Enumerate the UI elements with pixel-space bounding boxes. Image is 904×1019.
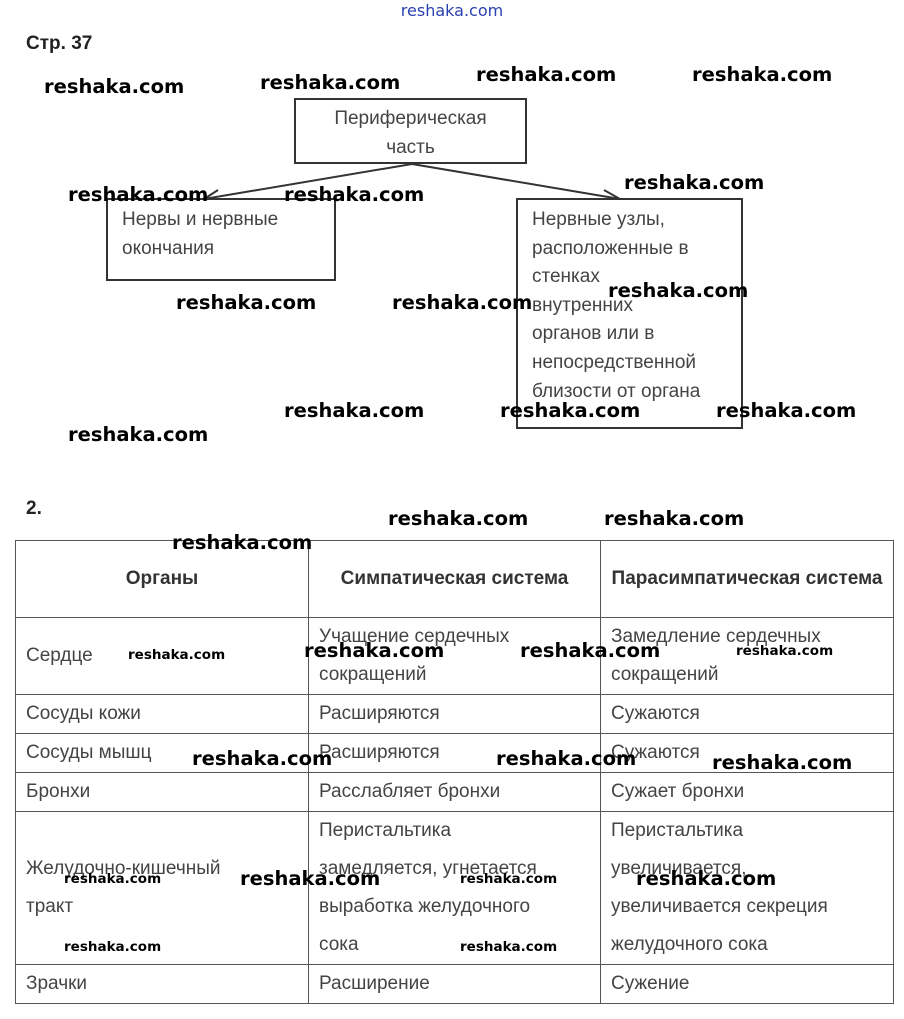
organ-cell: Зрачки (15, 964, 309, 1004)
watermark: reshaka.com (388, 507, 529, 530)
diagram-right-line: Нервные узлы, (532, 209, 665, 230)
header-parasympathetic: Парасимпатическая система (600, 540, 894, 618)
watermark: reshaka.com (496, 747, 637, 770)
diagram-left-line: Нервы и нервные (122, 209, 279, 230)
sympathetic-cell: Расширяются (308, 694, 601, 734)
sympathetic-cell: Перистальтика замедляется, угнетается вы… (308, 811, 601, 965)
cell-line: сока (319, 934, 359, 955)
watermark: reshaka.com (716, 399, 857, 422)
watermark: reshaka.com (64, 939, 162, 955)
cell-line: замедляется, угнетается (319, 858, 537, 879)
parasympathetic-cell: Сужаются (600, 694, 894, 734)
cell-line: Желудочно-кишечный тракт (26, 858, 221, 917)
sympathetic-cell: Расслабляет бронхи (308, 772, 601, 812)
cell-line: увеличивается, (611, 858, 747, 879)
diagram-right-line: непосредственной (532, 351, 697, 373)
diagram-right-line: внутренних (532, 294, 634, 316)
watermark: reshaka.com (304, 639, 445, 662)
watermark: reshaka.com (712, 751, 853, 774)
table-row: Желудочно-кишечный тракт Перистальтика з… (15, 811, 894, 965)
diagram-right-line: близости от органа (532, 380, 701, 402)
watermark: reshaka.com (500, 399, 641, 422)
diagram-left-box: Нервы и нервные окончания (106, 198, 336, 281)
watermark: reshaka.com (44, 75, 185, 98)
arrow-to-left (203, 163, 413, 200)
cell-line: сокращений (319, 664, 427, 685)
watermark: reshaka.com (520, 639, 661, 662)
watermark: reshaka.com (692, 63, 833, 86)
organ-cell: Сосуды мышц (15, 733, 309, 773)
header-sympathetic: Симпатическая система (308, 540, 601, 618)
watermark: reshaka.com (460, 871, 558, 887)
header-organs: Органы (15, 540, 309, 618)
sympathetic-cell: Расширяются (308, 733, 601, 773)
cell-line: выработка желудочного (319, 896, 531, 917)
watermark: reshaka.com (284, 399, 425, 422)
cell-line: Замедление сердечных (611, 626, 821, 647)
watermark: reshaka.com (64, 871, 162, 887)
table-row: Бронхи Расслабляет бронхи Сужает бронхи (15, 772, 894, 812)
organ-cell: Бронхи (15, 772, 309, 812)
cell-line: увеличивается секреция (611, 896, 828, 917)
section-number: 2. (26, 498, 42, 519)
watermark: reshaka.com (460, 939, 558, 955)
table-row: Сосуды кожи Расширяются Сужаются (15, 694, 894, 734)
table-row: Сердце Учащение сердечных сокращений Зам… (15, 617, 894, 695)
watermark: reshaka.com (476, 63, 617, 86)
watermark: reshaka.com (736, 643, 834, 659)
watermark: reshaka.com (68, 183, 209, 206)
diagram-right-line: органов или в (532, 323, 655, 345)
sympathetic-cell: Учащение сердечных сокращений (308, 617, 601, 695)
parasympathetic-cell: Сужение (600, 964, 894, 1004)
watermark: reshaka.com (192, 747, 333, 770)
watermark: reshaka.com (636, 867, 777, 890)
site-link[interactable]: reshaka.com (400, 1, 504, 20)
organ-cell: Сердце (15, 617, 309, 695)
cell-line: сокращений (611, 664, 719, 685)
parasympathetic-cell: Перистальтика увеличивается, увеличивает… (600, 811, 894, 965)
watermark: reshaka.com (172, 531, 313, 554)
watermark: reshaka.com (176, 291, 317, 314)
table-row: Зрачки Расширение Сужение (15, 964, 894, 1004)
sympathetic-cell: Расширение (308, 964, 601, 1004)
organ-cell: Желудочно-кишечный тракт (15, 811, 309, 965)
diagram-root-line: часть (386, 136, 435, 158)
diagram-root-line: Периферическая (334, 108, 487, 129)
page-label: Стр. 37 (26, 33, 93, 54)
diagram-root-box: Периферическая часть (294, 98, 527, 164)
organs-table: Органы Симпатическая система Парасимпати… (15, 540, 894, 1004)
cell-line: Перистальтика (611, 820, 744, 841)
diagram-right-line: стенках (532, 266, 600, 288)
cell-line: Перистальтика (319, 820, 452, 841)
watermark: reshaka.com (128, 647, 226, 663)
parasympathetic-cell: Сужаются (600, 733, 894, 773)
watermark: reshaka.com (604, 507, 745, 530)
organ-cell: Сосуды кожи (15, 694, 309, 734)
table-header-row: Органы Симпатическая система Парасимпати… (15, 540, 894, 618)
parasympathetic-cell: Сужает бронхи (600, 772, 894, 812)
diagram-right-box: Нервные узлы, расположенные в стенках вн… (516, 198, 743, 429)
watermark: reshaka.com (608, 279, 749, 302)
watermark: reshaka.com (240, 867, 381, 890)
watermark: reshaka.com (68, 423, 209, 446)
arrow-to-right (411, 163, 621, 200)
watermark: reshaka.com (260, 71, 401, 94)
diagram-left-line: окончания (122, 237, 215, 259)
table-row: Сосуды мышц Расширяются Сужаются (15, 733, 894, 773)
cell-line: Учащение сердечных (319, 626, 510, 647)
watermark: reshaka.com (284, 183, 425, 206)
watermark: reshaka.com (624, 171, 765, 194)
diagram-right-line: расположенные в (532, 237, 689, 259)
watermark: reshaka.com (392, 291, 533, 314)
cell-line: желудочного сока (611, 934, 768, 955)
